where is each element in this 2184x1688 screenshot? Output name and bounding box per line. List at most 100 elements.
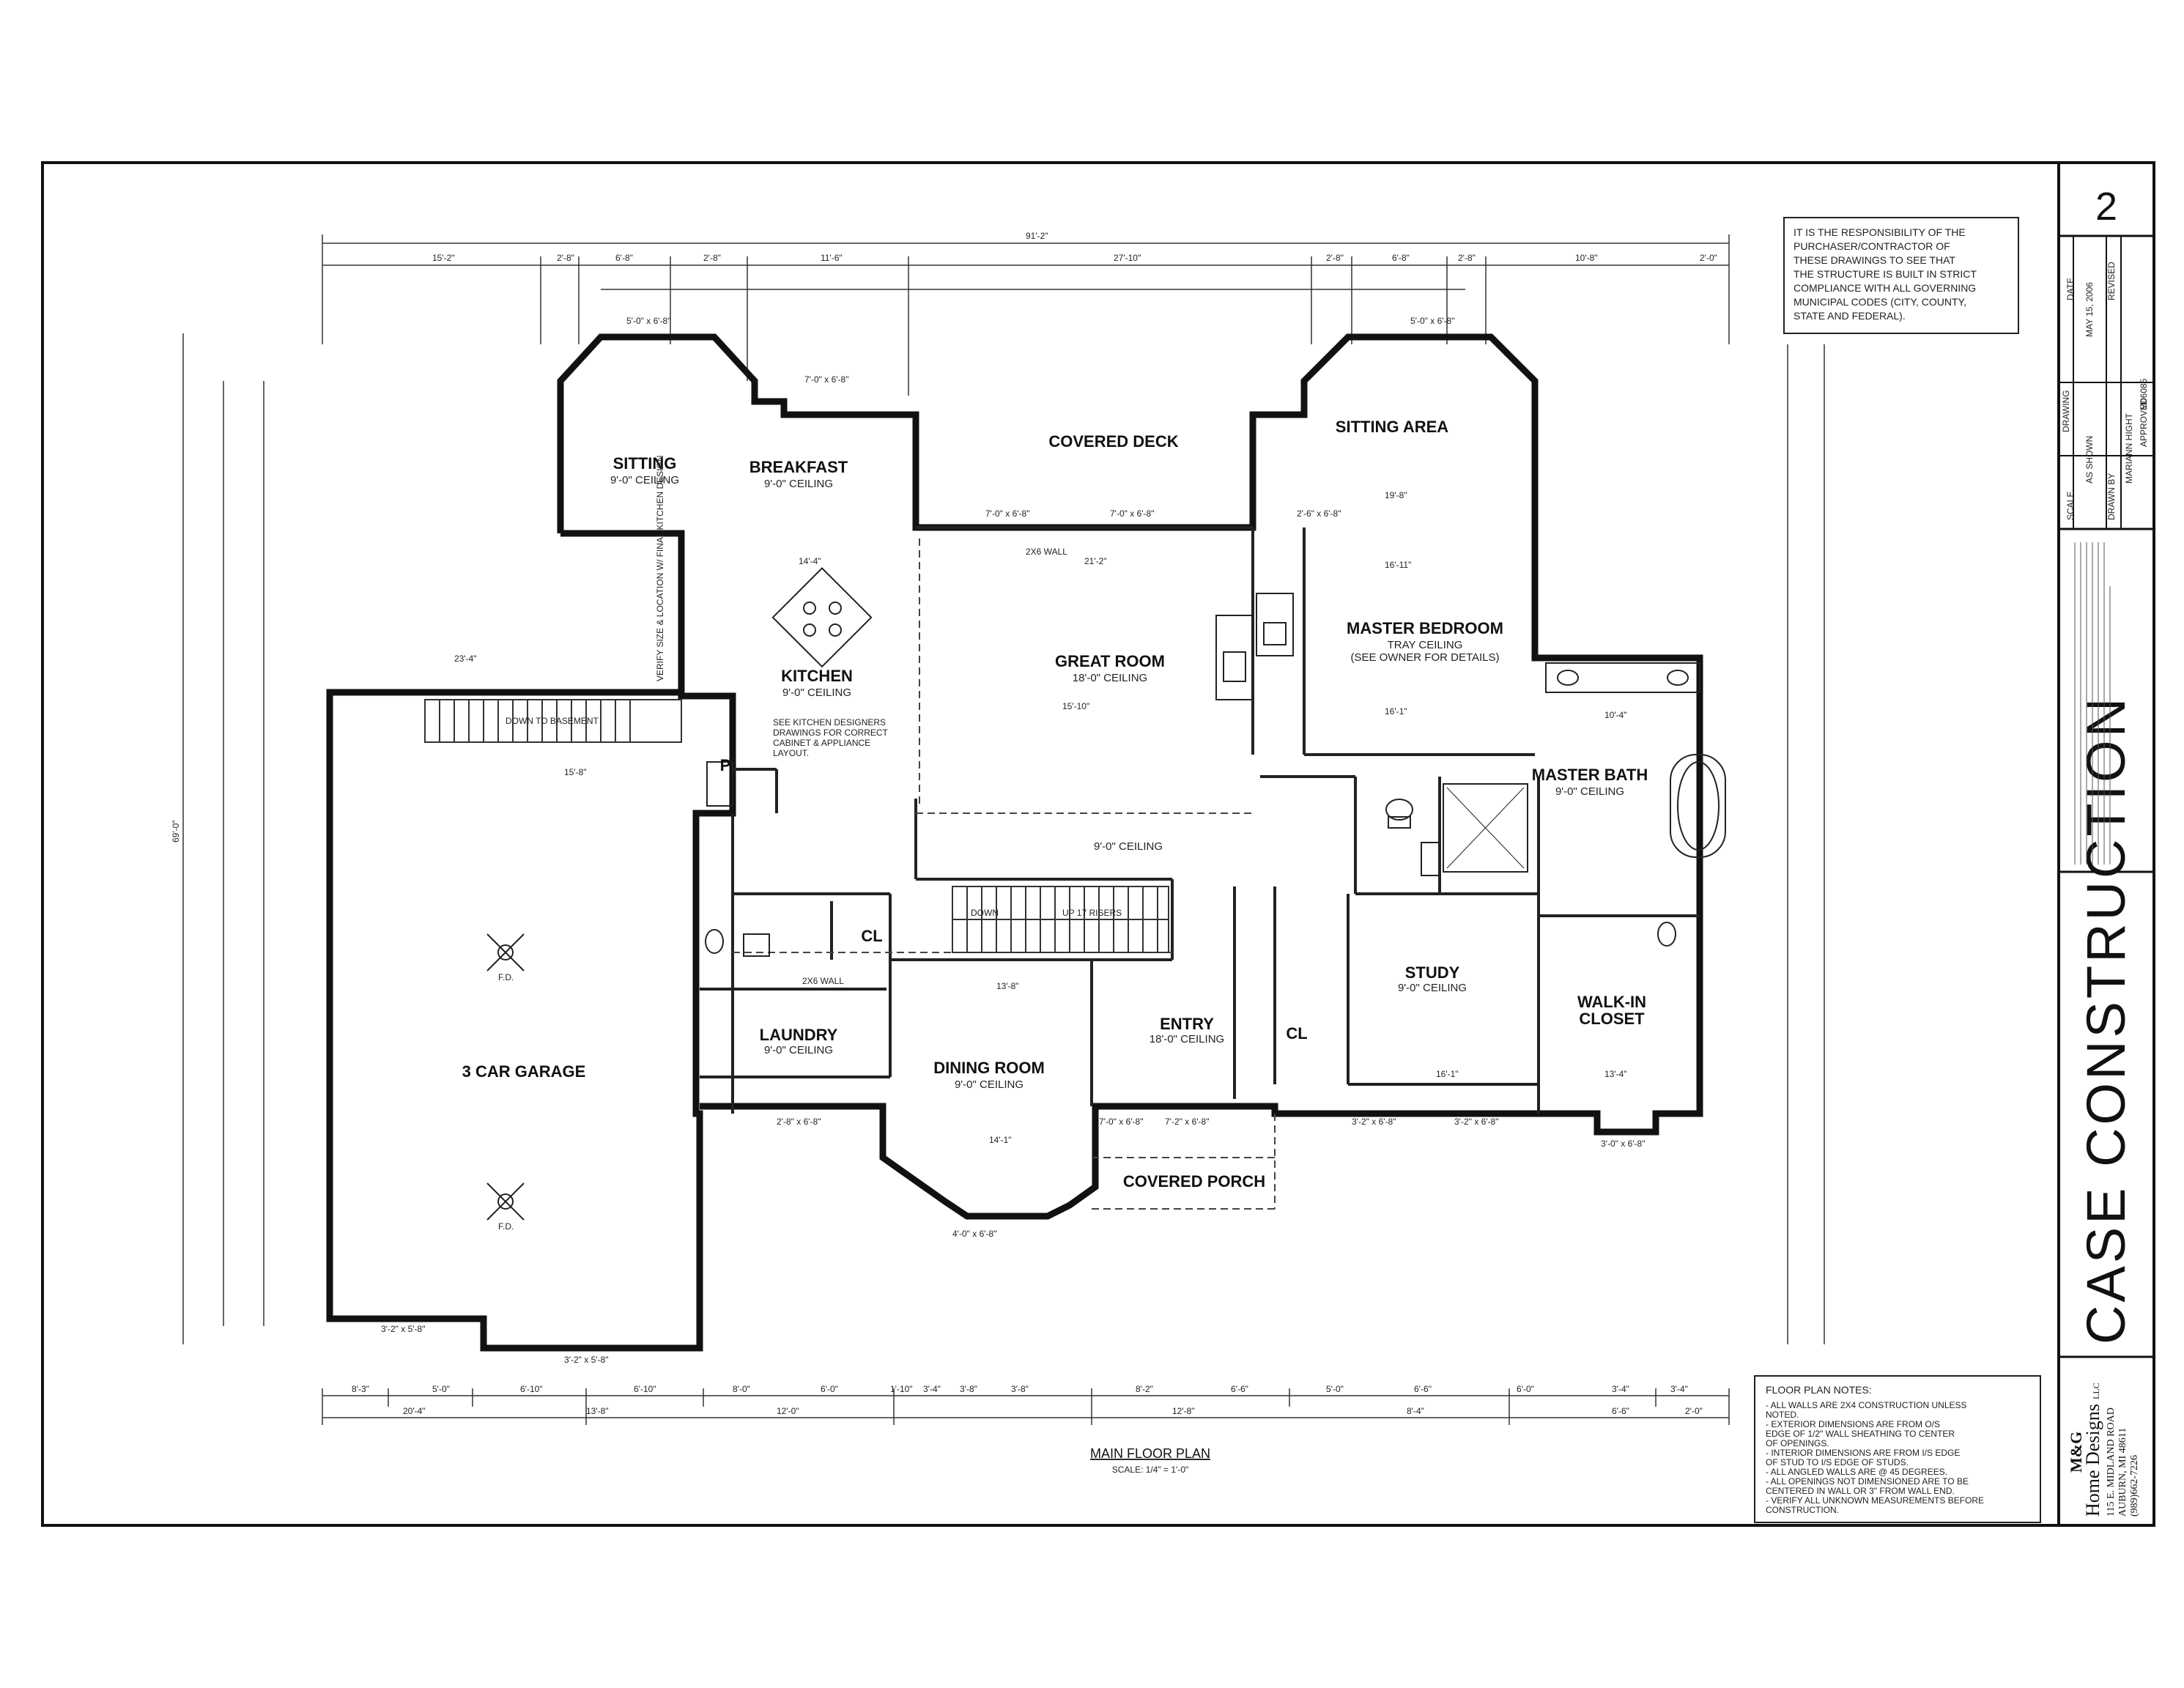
int-dim-7: 10'-4" — [1604, 710, 1627, 720]
plan-title: MAIN FLOOR PLAN — [1090, 1446, 1210, 1461]
svg-text:PURCHASER/CONTRACTOR OF: PURCHASER/CONTRACTOR OF — [1794, 240, 1950, 252]
fd-label-1: F.D. — [498, 972, 514, 982]
svg-text:NOTED.: NOTED. — [1766, 1410, 1799, 1420]
sheet-title: CASE CONSTRUCTION — [2076, 695, 2136, 1344]
room-sitting-ceiling: 9'-0" CEILING — [610, 474, 679, 486]
dim-bot-6: 6'-0" — [821, 1384, 838, 1394]
svg-text:COMPLIANCE WITH ALL GOVERNING: COMPLIANCE WITH ALL GOVERNING — [1794, 282, 1976, 294]
floor-plan-notes: FLOOR PLAN NOTES: - ALL WALLS ARE 2X4 CO… — [1766, 1384, 1984, 1515]
window-labels: 5'-0" x 6'-8" 7'-0" x 6'-8" 7'-0" x 6'-8… — [381, 316, 1645, 1365]
stair-up-label: UP 17 RISERS — [1062, 908, 1122, 918]
fd-label-2: F.D. — [498, 1221, 514, 1232]
int-dim-8: 13'-8" — [996, 981, 1019, 991]
room-walkin-2: CLOSET — [1579, 1010, 1645, 1028]
dim-bot-2: 5'-0" — [432, 1384, 450, 1394]
down-to-basement-label: DOWN TO BASEMENT — [506, 716, 599, 726]
designer-city: AUBURN, MI 48611 — [2117, 1428, 2128, 1517]
dim-bot2-4: 12'-8" — [1172, 1406, 1195, 1416]
dim-bot-8: 3'-4" — [923, 1384, 941, 1394]
designer-logo: M&G — [2067, 1432, 2085, 1473]
svg-text:IT IS THE RESPONSIBILITY OF TH: IT IS THE RESPONSIBILITY OF THE — [1794, 226, 1966, 238]
window-12: 7'-2" x 6'-8" — [1165, 1117, 1209, 1127]
plan-scale: SCALE: 1/4" = 1'-0" — [1112, 1465, 1189, 1475]
window-13: 3'-2" x 6'-8" — [1352, 1117, 1396, 1127]
window-15: 3'-0" x 6'-8" — [1601, 1139, 1645, 1149]
room-study: STUDY — [1405, 963, 1460, 982]
dim-bot-11: 8'-2" — [1136, 1384, 1153, 1394]
svg-text:- ALL OPENINGS NOT DIMENSIONED: - ALL OPENINGS NOT DIMENSIONED ARE TO BE — [1766, 1476, 1969, 1487]
svg-text:MUNICIPAL CODES (CITY, COUNTY,: MUNICIPAL CODES (CITY, COUNTY, — [1794, 296, 1966, 308]
tb-drawing-label: DRAWING — [2061, 390, 2071, 432]
window-3: 7'-0" x 6'-8" — [985, 508, 1029, 519]
window-14: 3'-2" x 6'-8" — [1454, 1117, 1498, 1127]
interior-walls — [700, 526, 1700, 1114]
window-1: 5'-0" x 6'-8" — [626, 316, 670, 326]
svg-text:THE STRUCTURE IS BUILT IN STRI: THE STRUCTURE IS BUILT IN STRICT — [1794, 268, 1977, 280]
dim-top-2: 2'-8" — [557, 253, 574, 263]
svg-text:- ALL ANGLED WALLS ARE @ 45 DE: - ALL ANGLED WALLS ARE @ 45 DEGREES. — [1766, 1467, 1947, 1477]
svg-text:FLOOR PLAN NOTES:: FLOOR PLAN NOTES: — [1766, 1384, 1872, 1396]
svg-text:OF OPENINGS.: OF OPENINGS. — [1766, 1438, 1829, 1448]
hall-ceiling: 9'-0" CEILING — [1094, 840, 1163, 853]
dim-overall-left: 69'-0" — [171, 820, 181, 843]
sheet-border — [41, 161, 2155, 1527]
svg-text:- VERIFY ALL UNKNOWN MEASUREME: - VERIFY ALL UNKNOWN MEASUREMENTS BEFORE — [1766, 1495, 1984, 1506]
dim-bot2-6: 6'-6" — [1612, 1406, 1629, 1416]
room-master-bedroom-note: (SEE OWNER FOR DETAILS) — [1350, 651, 1499, 664]
dim-top-11: 2'-0" — [1700, 253, 1717, 263]
verify-note: VERIFY SIZE & LOCATION W/ FINAL KITCHEN … — [655, 456, 665, 682]
room-kitchen-ceiling: 9'-0" CEILING — [782, 686, 851, 699]
exterior-walls — [326, 333, 1703, 1352]
room-covered-deck: COVERED DECK — [1048, 432, 1178, 451]
dim-top-8: 6'-8" — [1392, 253, 1410, 263]
dim-bot-16: 3'-4" — [1612, 1384, 1629, 1394]
dim-top-1: 15'-2" — [432, 253, 455, 263]
fireplace-master — [1256, 593, 1294, 656]
room-great-room-ceiling: 18'-0" CEILING — [1073, 672, 1147, 684]
svg-text:- ALL WALLS ARE 2X4 CONSTRUCTI: - ALL WALLS ARE 2X4 CONSTRUCTION UNLESS — [1766, 1400, 1967, 1410]
int-dim-5: 16'-1" — [1385, 706, 1407, 717]
room-dining: DINING ROOM — [933, 1059, 1045, 1077]
svg-text:OF STUD TO I/S EDGE OF STUDS.: OF STUD TO I/S EDGE OF STUDS. — [1766, 1457, 1909, 1467]
room-great-room: GREAT ROOM — [1055, 652, 1165, 670]
svg-text:STATE AND FEDERAL).: STATE AND FEDERAL). — [1794, 310, 1906, 322]
int-dim-10: 13'-4" — [1604, 1069, 1627, 1079]
window-7: 3'-2" x 5'-8" — [381, 1324, 425, 1334]
window-4: 7'-0" x 6'-8" — [1110, 508, 1154, 519]
dim-bot-14: 6'-6" — [1414, 1384, 1432, 1394]
dimension-labels: 91'-2" 15'-2" 2'-8" 6'-8" 2'-8" 11'-6" 2… — [171, 231, 1717, 1416]
kitchen-note-3: CABINET & APPLIANCE — [773, 738, 870, 748]
kitchen-note-1: SEE KITCHEN DESIGNERS — [773, 717, 886, 728]
dimension-lines — [182, 234, 1825, 1425]
dim-top-6: 27'-10" — [1114, 253, 1141, 263]
wall-2x6-label-2: 2X6 WALL — [802, 976, 844, 986]
interior-dimension-labels: 14'-4" 21'-2" 15'-10" 16'-11" 16'-1" 19'… — [454, 490, 1627, 1145]
window-11: 7'-0" x 6'-8" — [1099, 1117, 1143, 1127]
stairs-to-basement — [424, 699, 682, 743]
fireplace-great-room — [1215, 615, 1254, 700]
tb-scale-label: SCALE — [2065, 492, 2076, 520]
dim-top-3: 6'-8" — [615, 253, 633, 263]
int-dim-13: 15'-8" — [564, 767, 587, 777]
closet-label-2: CL — [1286, 1024, 1307, 1043]
closet-label-1: CL — [861, 927, 882, 945]
room-labels: SITTING 9'-0" CEILING BREAKFAST 9'-0" CE… — [462, 418, 1648, 1191]
sheet-number: 2 — [2095, 185, 2117, 229]
tb-date-label: DATE — [2065, 278, 2076, 300]
room-kitchen: KITCHEN — [781, 667, 853, 685]
designer-address: 115 E. MIDLAND ROAD — [2106, 1407, 2117, 1517]
dim-bot-7: 1'-10" — [890, 1384, 913, 1394]
window-9: 2'-8" x 6'-8" — [777, 1117, 821, 1127]
responsibility-note-box — [1783, 217, 2019, 334]
room-sitting-area: SITTING AREA — [1336, 418, 1449, 436]
int-dim-3: 15'-10" — [1062, 701, 1089, 711]
main-stairs — [952, 886, 1169, 953]
window-5: 5'-0" x 6'-8" — [1410, 316, 1454, 326]
tb-approved-label: APPROVED — [2139, 398, 2149, 447]
room-dining-ceiling: 9'-0" CEILING — [955, 1078, 1023, 1091]
kitchen-note-4: LAYOUT. — [773, 748, 809, 758]
svg-text:- INTERIOR DIMENSIONS ARE FROM: - INTERIOR DIMENSIONS ARE FROM I/S EDGE — [1766, 1448, 1960, 1458]
int-dim-11: 14'-1" — [989, 1135, 1012, 1145]
room-laundry-ceiling: 9'-0" CEILING — [764, 1044, 833, 1056]
